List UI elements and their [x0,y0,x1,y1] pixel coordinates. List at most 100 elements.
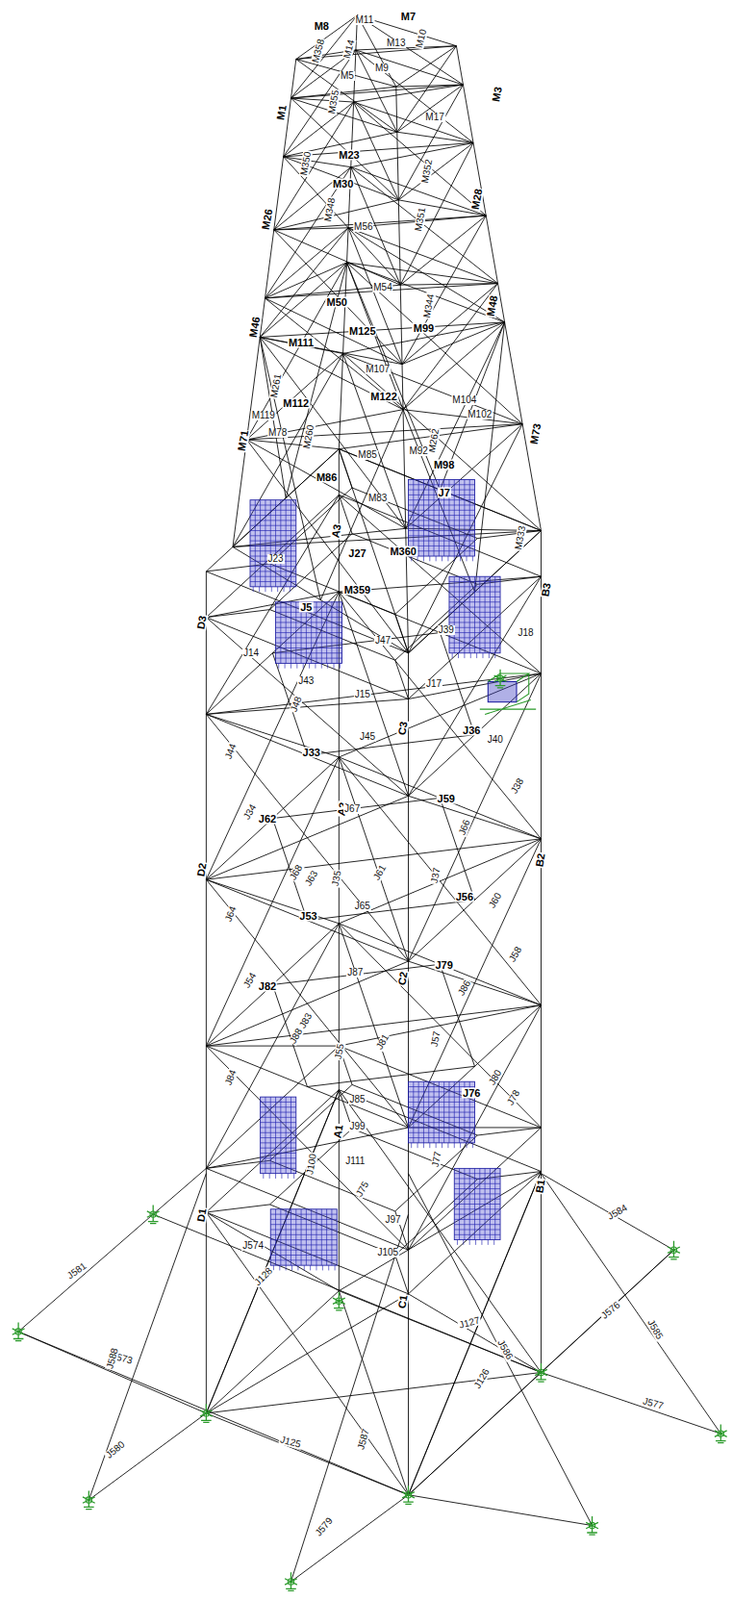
member-label: M261 [268,372,283,400]
load-grid-line [408,550,476,552]
load-grid-line [262,1173,264,1179]
load-grid-line [449,581,501,582]
frame-member [265,227,350,299]
member-label: J67 [343,804,361,814]
member-label: J577 [640,1395,665,1412]
load-grid-line [456,1239,458,1245]
member-label: M10 [414,27,430,51]
load-grid-line [449,631,501,633]
member-label: M351 [413,205,429,233]
frame-member [88,1173,206,1500]
load-grid-line [333,662,335,668]
load-grid-line [462,1239,464,1245]
frame-member [246,439,405,529]
load-grid-line [328,1264,329,1270]
frame-member [356,15,463,85]
load-grid-line [454,1208,501,1210]
frame-member [343,322,506,354]
member-label: J88 [287,1026,305,1047]
load-grid-line [454,1142,455,1148]
member-label: J65 [353,901,372,911]
load-grid-line [454,1213,501,1215]
load-grid-line [408,1126,476,1128]
member-label: J59 [436,792,456,804]
load-grid-line [321,662,323,668]
frame-member [348,227,506,323]
load-grid-line [250,576,297,578]
load-grid-line [449,621,501,623]
load-panel [408,479,476,561]
frame-member [291,15,358,99]
frame-member [290,1213,408,1582]
member-label: J45 [358,732,377,742]
frame-member [395,1255,409,1294]
supports [12,669,728,1592]
load-grid-line [463,653,465,658]
support-symbol [82,1491,96,1510]
member-label: J587 [355,1427,372,1452]
support-symbol [494,669,507,688]
load-grid-line [480,1239,482,1245]
frame-member [205,1204,270,1213]
support-pin [497,675,504,682]
load-grid-line [447,556,449,561]
member-label: J127 [456,1315,481,1332]
load-grid-line [260,1116,297,1118]
load-grid-line [488,653,490,658]
load-grid-line [260,1132,297,1134]
load-grid-line [270,1243,337,1245]
load-panels [250,479,501,1270]
support-symbol [147,1205,160,1224]
load-grid-line [441,1142,443,1148]
load-grid-line [276,631,343,633]
member-label: J128 [252,1264,276,1289]
member-label: J39 [437,625,455,635]
member-label: J17 [425,679,443,689]
load-grid-line [475,1239,477,1245]
member-label: J56 [454,890,475,902]
load-grid-line [458,576,460,654]
frame-member [403,409,475,592]
load-grid-line [301,1209,303,1265]
frame-member [205,713,408,961]
load-grid-line [449,611,501,613]
load-grid-line [289,586,291,592]
load-grid-line [279,1096,281,1174]
frame-member [540,1371,721,1434]
load-grid-line [276,647,343,649]
load-grid-line [290,500,292,587]
frame-member [338,757,541,839]
member-label: J58 [506,944,525,965]
load-grid-line [270,1259,337,1261]
load-grid-line [270,1218,337,1220]
load-grid-line [250,550,297,552]
load-grid-line [275,500,277,587]
load-grid-line [250,581,297,582]
load-grid-line [264,1096,266,1174]
support-symbol [332,1291,346,1311]
load-grid-line [484,576,486,654]
load-grid-line [487,1239,489,1245]
member-label: J40 [486,734,505,745]
member-label: J588 [104,1345,121,1370]
member-label: M83 [367,493,388,504]
frame-member [540,530,542,1373]
load-grid-line [408,534,476,536]
member-label: J62 [257,813,278,825]
load-grid-line [270,1213,337,1215]
load-grid-line [308,662,310,668]
frame-member [397,46,457,133]
member-label: J574 [241,1240,265,1251]
load-grid-line [297,1264,299,1270]
load-grid-line [285,1264,287,1270]
member-label: M350 [299,150,314,177]
member-label: M48 [484,294,500,319]
member-label: M85 [356,450,378,460]
load-grid-line [270,1254,337,1256]
support-symbol [12,1322,26,1341]
member-label: J584 [605,1201,631,1222]
load-grid-line [481,653,483,658]
load-grid-line [271,586,273,592]
support-pin [717,1430,724,1437]
